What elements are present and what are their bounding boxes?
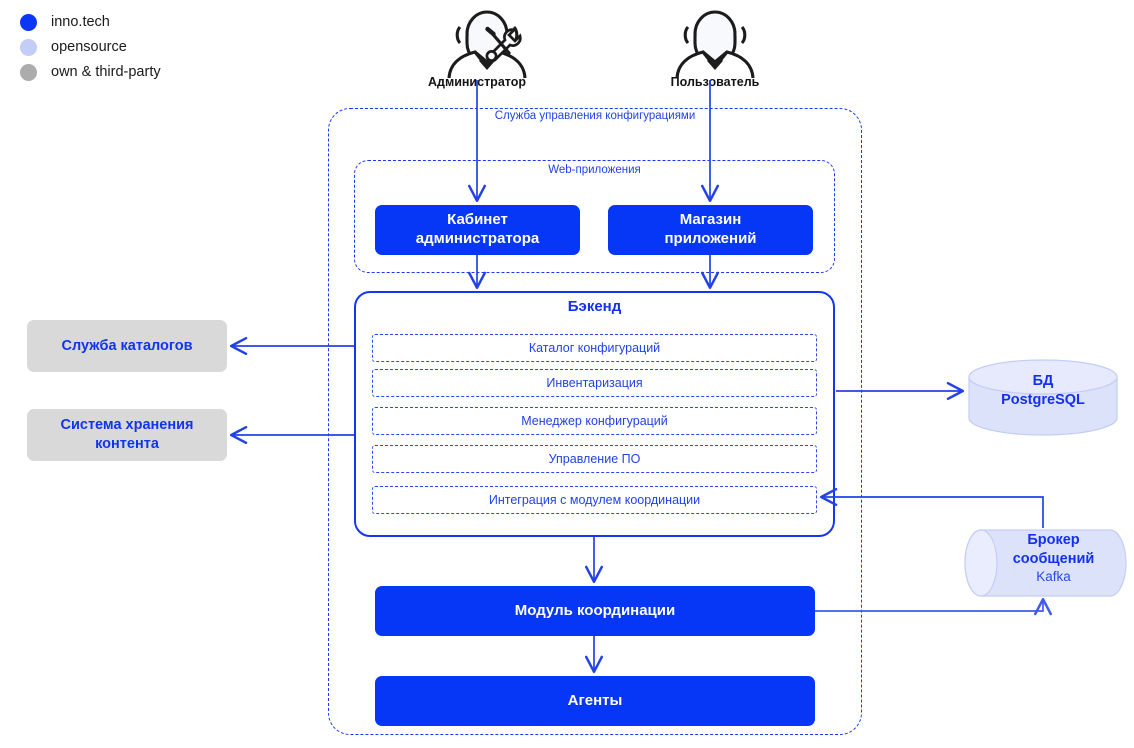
legend-item-opensource: opensource — [20, 35, 270, 60]
backend-module-software-management[interactable]: Управление ПО — [372, 445, 817, 473]
legend-label: own & third-party — [51, 64, 161, 81]
web-apps-container — [354, 160, 835, 273]
coordination-module-box[interactable]: Модуль координации — [375, 586, 815, 636]
agents-box[interactable]: Агенты — [375, 676, 815, 726]
tools-badge-icon — [485, 26, 522, 62]
actor-label-user: Пользователь — [670, 75, 760, 89]
service-management-container — [328, 108, 862, 735]
web-apps-title: Web-приложения — [548, 164, 641, 176]
legend-label: inno.tech — [51, 14, 110, 31]
backend-module-inventory[interactable]: Инвентаризация — [372, 369, 817, 397]
legend-item-own-third-party: own & third-party — [20, 60, 270, 85]
directory-service-box[interactable]: Служба каталогов — [27, 320, 227, 372]
backend-module-config-catalog[interactable]: Каталог конфигураций — [372, 334, 817, 362]
backend-module-config-manager[interactable]: Менеджер конфигураций — [372, 407, 817, 435]
legend-label: opensource — [51, 39, 127, 56]
backend-module-coordination-integration[interactable]: Интеграция с модулем координации — [372, 486, 817, 514]
backend-title: Бэкенд — [567, 298, 622, 315]
service-management-title: Служба управления конфигурациями — [494, 110, 696, 122]
directory-service-label: Служба каталогов — [61, 337, 193, 354]
backend-container — [354, 291, 835, 537]
admin-person-tools-icon — [447, 10, 527, 79]
legend-dot-icon — [20, 39, 37, 56]
user-person-icon — [675, 10, 755, 79]
actor-label-administrator: Администратор — [427, 75, 527, 89]
legend-item-innotech: inno.tech — [20, 10, 270, 35]
legend-dot-icon — [20, 14, 37, 31]
legend-dot-icon — [20, 64, 37, 81]
legend: inno.tech opensource own & third-party — [20, 10, 270, 85]
